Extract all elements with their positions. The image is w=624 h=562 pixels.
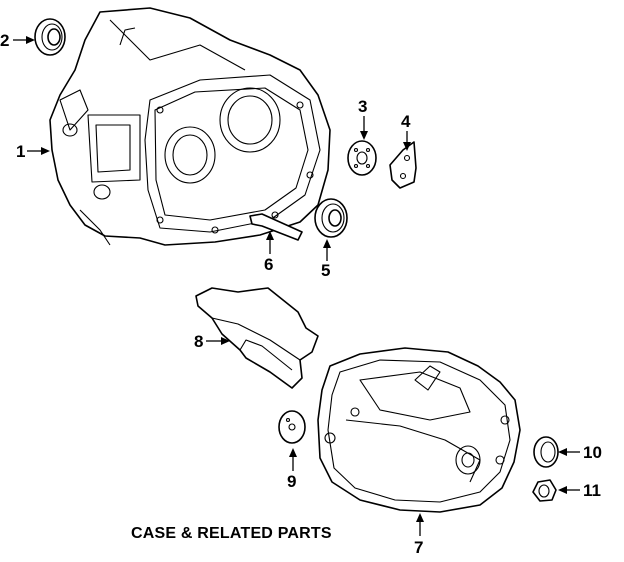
callout-5: 5 <box>321 239 331 280</box>
part-7-transmission-case <box>317 347 521 513</box>
callout-8-label: 8 <box>194 332 203 351</box>
callout-8: 8 <box>194 332 230 351</box>
callout-11-label: 11 <box>583 481 601 500</box>
callout-1: 1 <box>16 142 50 161</box>
callout-10-label: 10 <box>583 443 602 462</box>
callout-11: 11 <box>558 481 601 500</box>
part-3-plate <box>347 140 377 176</box>
callout-7-label: 7 <box>414 538 423 557</box>
part-2-seal <box>34 18 66 56</box>
part-4-bracket <box>389 141 417 189</box>
part-8-baffle <box>195 287 319 389</box>
callout-4-label: 4 <box>401 112 411 131</box>
callout-6-label: 6 <box>264 255 273 274</box>
callout-3-label: 3 <box>358 97 367 116</box>
diagram-caption: CASE & RELATED PARTS <box>131 525 332 542</box>
callout-2: 2 <box>0 31 35 50</box>
callout-4: 4 <box>401 112 411 151</box>
callout-1-label: 1 <box>16 142 25 161</box>
callout-6: 6 <box>264 231 274 274</box>
callout-7: 7 <box>414 513 424 557</box>
callout-9: 9 <box>287 448 297 491</box>
callout-2-label: 2 <box>0 31 9 50</box>
part-5-seal <box>314 198 348 238</box>
part-10-seal <box>533 436 559 468</box>
callout-9-label: 9 <box>287 472 296 491</box>
part-11-plug <box>532 479 557 502</box>
callout-10: 10 <box>558 443 602 462</box>
callout-5-label: 5 <box>321 261 330 280</box>
part-6-guide <box>249 213 303 241</box>
part-1-clutch-housing <box>49 7 331 246</box>
part-9-disc <box>278 410 306 444</box>
callout-3: 3 <box>358 97 368 140</box>
